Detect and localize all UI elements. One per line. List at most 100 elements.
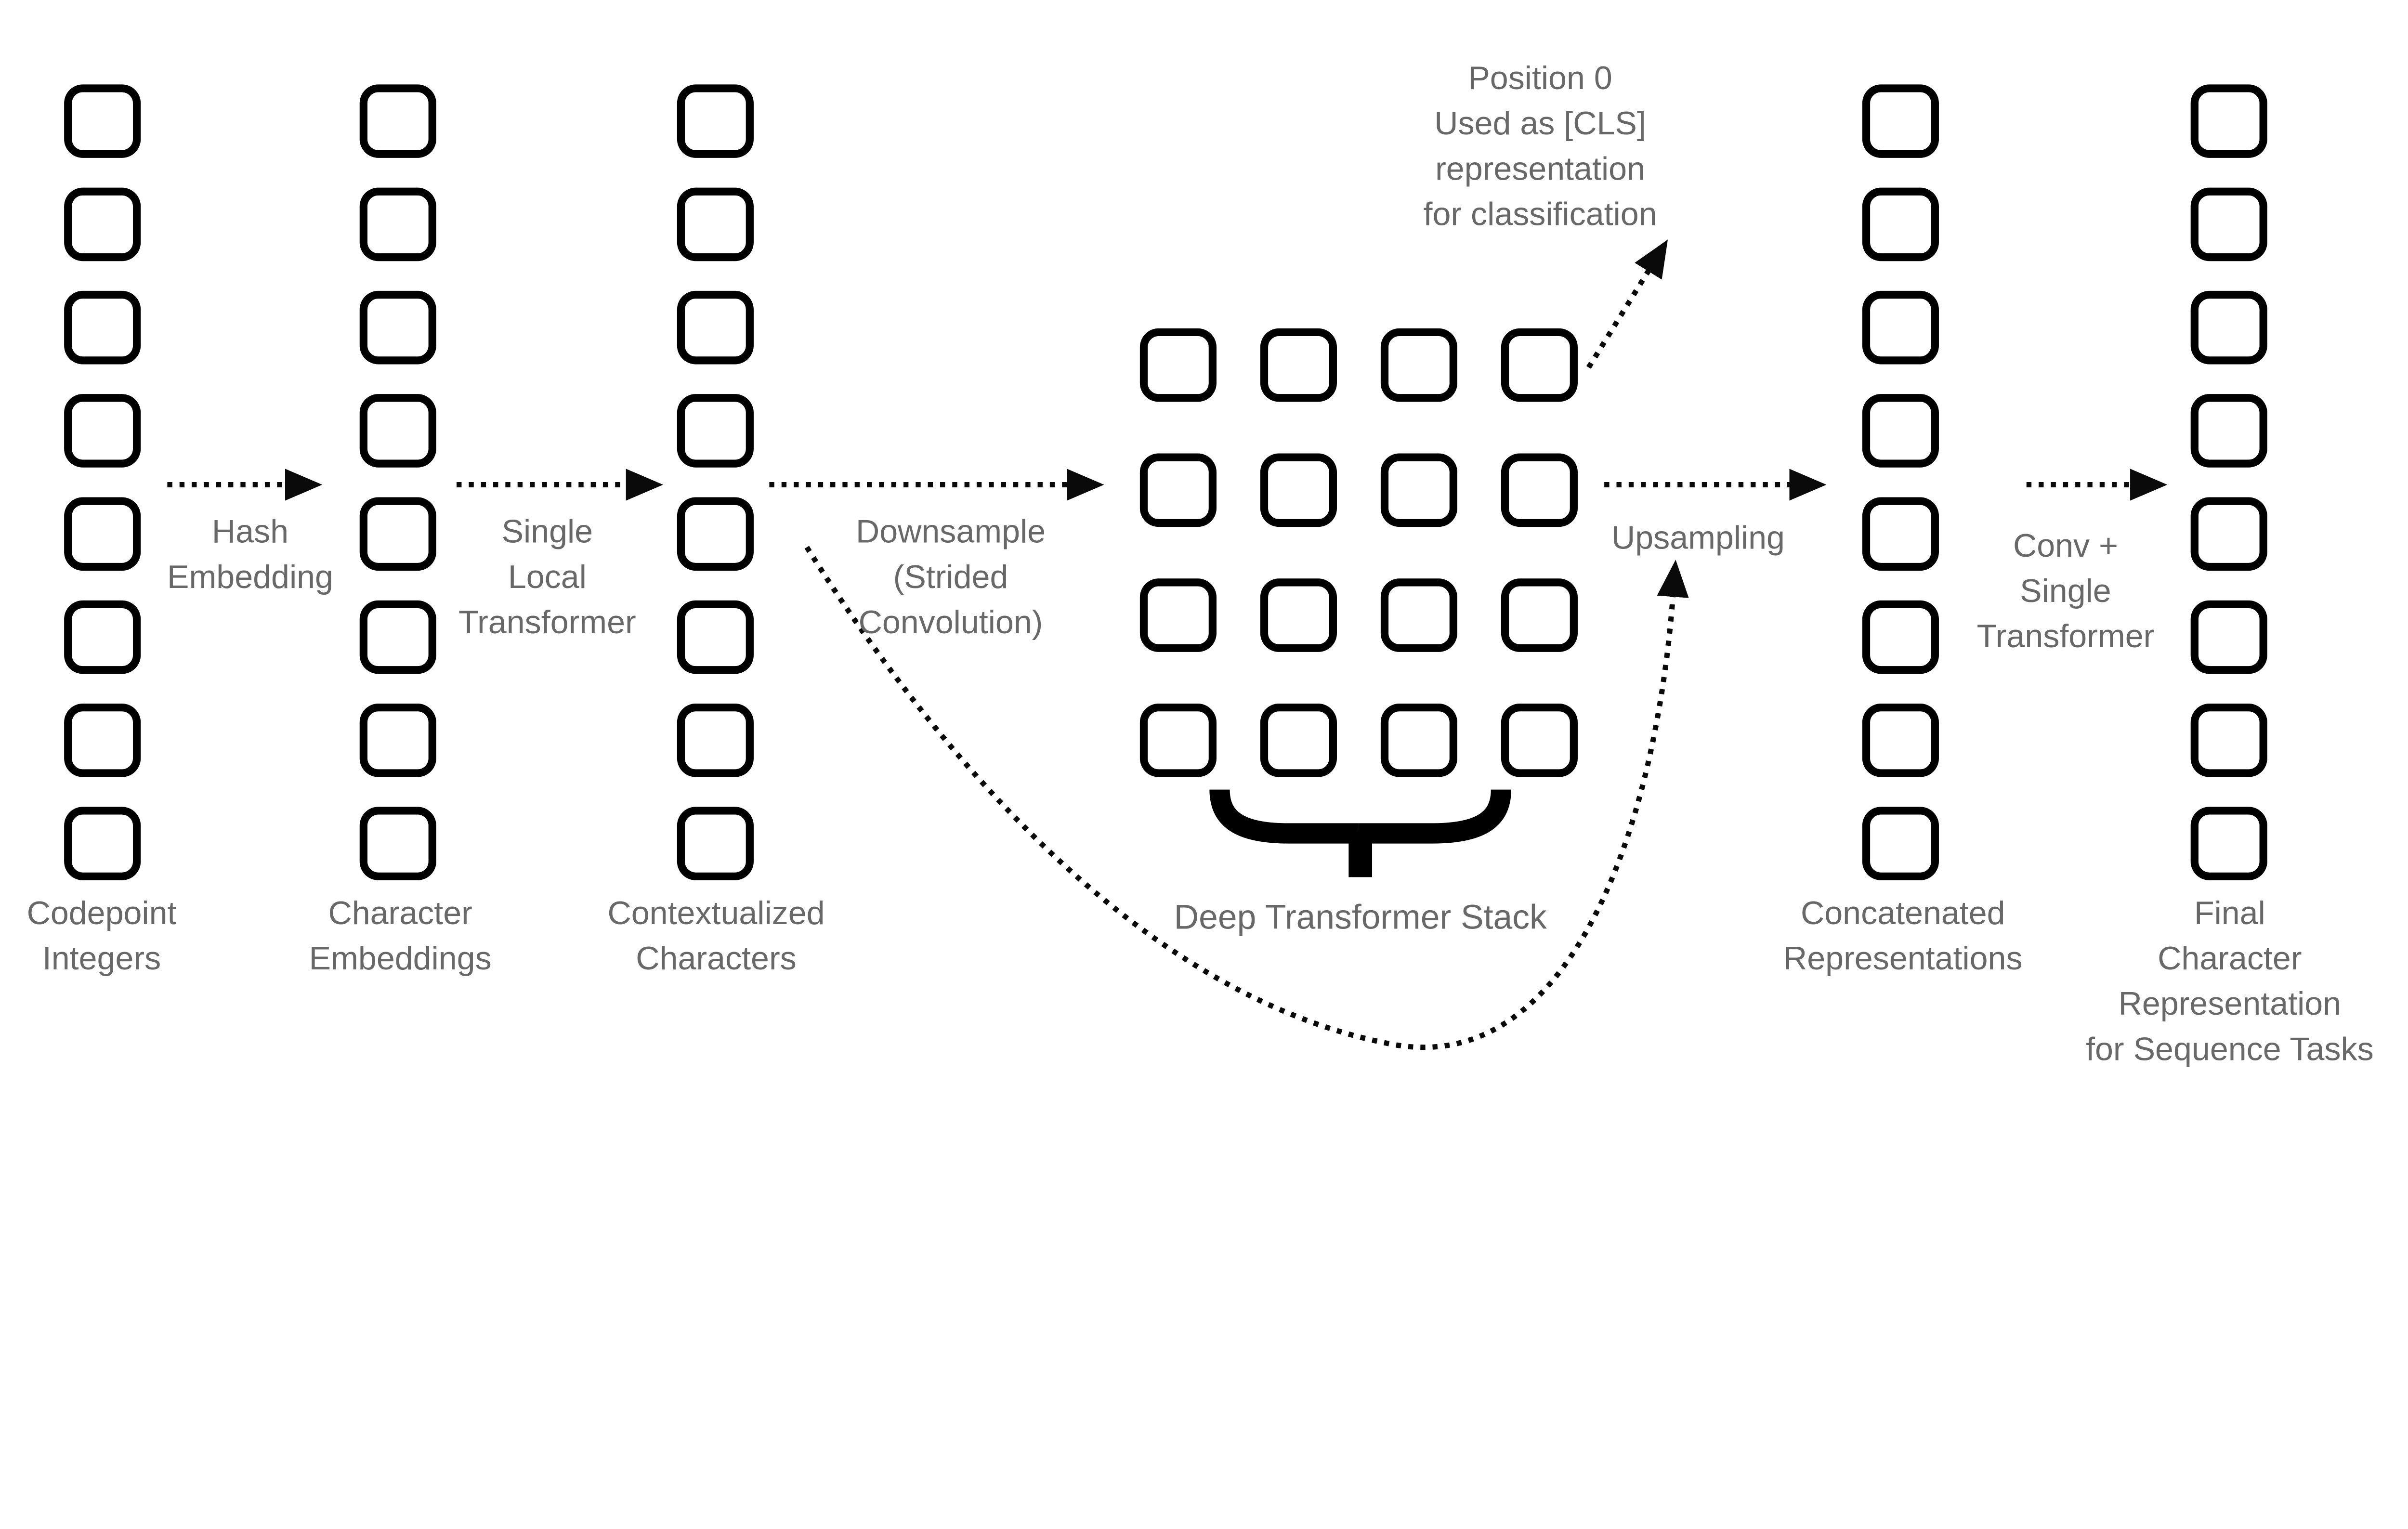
- token-box: [359, 84, 436, 158]
- hash-embedding-label: Hash Embedding: [167, 510, 333, 600]
- contextualized-characters-label: Contextualized Characters: [607, 891, 824, 982]
- token-box: [1862, 84, 1939, 158]
- token-box: [64, 84, 141, 158]
- token-box: [677, 187, 754, 261]
- cls-position0-arrow: [1586, 239, 1668, 369]
- label-line: Characters: [636, 941, 797, 978]
- label-line: Contextualized: [607, 896, 825, 932]
- token-box: [2190, 187, 2267, 261]
- column-concatenated-representations: [1862, 84, 1939, 880]
- token-box: [359, 704, 436, 777]
- token-box: [1139, 453, 1217, 527]
- token-box: [1862, 497, 1939, 571]
- token-box: [359, 497, 436, 571]
- label-line: Position 0: [1468, 61, 1612, 97]
- label-line: Conv +: [2013, 528, 2118, 565]
- token-box: [677, 290, 754, 365]
- token-box: [1260, 328, 1337, 402]
- deep-transformer-grid: [1139, 328, 1578, 777]
- token-box: [1380, 578, 1457, 652]
- final-character-representation-label: Final Character Representation for Seque…: [2086, 891, 2374, 1073]
- label-line: Transformer: [458, 605, 636, 641]
- token-box: [64, 600, 141, 674]
- column-character-embeddings: [359, 84, 436, 880]
- label-line: Transformer: [1976, 619, 2155, 655]
- label-line: (Strided: [893, 560, 1008, 596]
- label-line: Local: [508, 560, 587, 596]
- label-line: Character: [328, 896, 472, 932]
- label-line: representation: [1435, 151, 1646, 188]
- token-box: [1139, 704, 1217, 777]
- token-box: [64, 807, 141, 880]
- token-box: [1139, 578, 1217, 652]
- token-box: [2190, 497, 2267, 571]
- token-box: [1862, 807, 1939, 880]
- token-box: [1862, 600, 1939, 674]
- token-box: [64, 187, 141, 261]
- label-line: for Sequence Tasks: [2086, 1032, 2374, 1068]
- token-box: [359, 394, 436, 468]
- label-line: Downsample: [855, 514, 1046, 550]
- single-local-transformer-label: Single Local Transformer: [458, 510, 636, 645]
- token-box: [677, 600, 754, 674]
- label-line: Single: [501, 514, 593, 550]
- label-line: Embedding: [167, 560, 333, 596]
- token-box: [2190, 290, 2267, 365]
- column-contextualized-characters: [677, 84, 754, 880]
- token-box: [1260, 453, 1337, 527]
- token-box: [677, 394, 754, 468]
- token-box: [1260, 704, 1337, 777]
- token-box: [64, 394, 141, 468]
- token-box: [1862, 394, 1939, 468]
- label-line: Character: [2158, 941, 2302, 978]
- codepoint-integers-label: Codepoint Integers: [27, 891, 177, 982]
- token-box: [359, 187, 436, 261]
- token-box: [2190, 394, 2267, 468]
- label-line: Integers: [42, 941, 161, 978]
- token-box: [64, 497, 141, 571]
- token-box: [1260, 578, 1337, 652]
- canine-architecture-diagram: Hash Embedding Single Local Transformer …: [26, 56, 2374, 1073]
- label-line: Codepoint: [26, 896, 177, 932]
- label-line: Single: [2020, 574, 2111, 610]
- label-line: for classification: [1423, 197, 1657, 233]
- character-embeddings-label: Character Embeddings: [309, 891, 492, 982]
- label-line: Concatenated: [1800, 896, 2005, 932]
- token-box: [1139, 328, 1217, 402]
- token-box: [2190, 704, 2267, 777]
- column-codepoint-integers: [64, 84, 141, 880]
- label-line: Representations: [1783, 941, 2023, 978]
- label-line: Upsampling: [1611, 521, 1785, 557]
- token-box: [1380, 328, 1457, 402]
- token-box: [1380, 453, 1457, 527]
- token-box: [1380, 704, 1457, 777]
- conv-single-transformer-label: Conv + Single Transformer: [1977, 524, 2155, 660]
- cls-position0-note: Position 0 Used as [CLS] representation …: [1424, 56, 1657, 238]
- token-box: [1501, 328, 1578, 402]
- label-line: Hash: [211, 514, 289, 550]
- token-box: [677, 497, 754, 571]
- upsampling-label: Upsampling: [1611, 516, 1785, 561]
- token-box: [359, 290, 436, 365]
- token-box: [1501, 453, 1578, 527]
- column-final-character-representation: [2190, 84, 2267, 880]
- token-box: [1862, 704, 1939, 777]
- token-box: [677, 704, 754, 777]
- token-box: [2190, 84, 2267, 158]
- token-box: [64, 290, 141, 365]
- deep-transformer-stack-label: Deep Transformer Stack: [1174, 894, 1547, 940]
- token-box: [2190, 600, 2267, 674]
- concatenated-representations-label: Concatenated Representations: [1783, 891, 2023, 982]
- token-box: [1501, 578, 1578, 652]
- downsample-label: Downsample (Strided Convolution): [856, 510, 1046, 645]
- token-box: [359, 600, 436, 674]
- token-box: [677, 84, 754, 158]
- token-box: [1862, 187, 1939, 261]
- label-line: Used as [CLS]: [1434, 106, 1646, 143]
- token-box: [677, 807, 754, 880]
- token-box: [1501, 704, 1578, 777]
- label-line: Representation: [2118, 986, 2342, 1023]
- label-line: Convolution): [858, 605, 1043, 641]
- label-line: Final: [2194, 896, 2265, 932]
- label-line: Deep Transformer Stack: [1174, 897, 1547, 937]
